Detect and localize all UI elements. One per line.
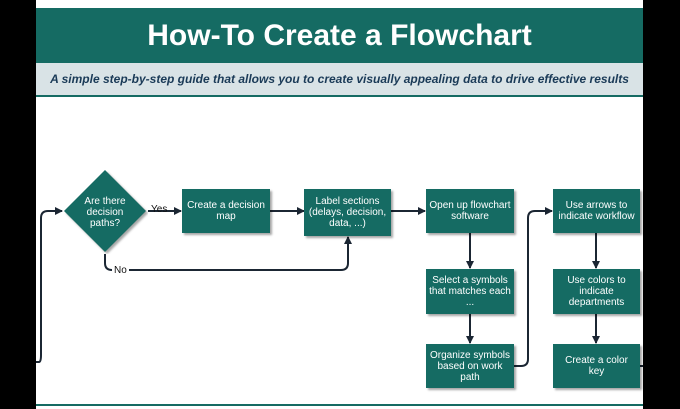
left-letterbox bbox=[0, 0, 36, 409]
page-title: How-To Create a Flowchart bbox=[147, 19, 532, 52]
no-label: No bbox=[112, 265, 129, 276]
arrow-organize-to-arrows bbox=[514, 207, 553, 367]
step-use-colors: Use colors to indicate departments bbox=[553, 269, 640, 314]
step-color-key: Create a color key bbox=[553, 344, 640, 388]
right-letterbox bbox=[643, 0, 680, 409]
step-use-arrows: Use arrows to indicate workflow bbox=[553, 189, 640, 233]
step-decision-map: Create a decision map bbox=[182, 189, 270, 233]
step-open-software: Open up flowchart software bbox=[426, 189, 514, 233]
decision-label: Are there decision paths? bbox=[84, 195, 126, 229]
connector-layer bbox=[36, 207, 643, 367]
page-subtitle: A simple step-by-step guide that allows … bbox=[50, 72, 629, 86]
title-banner bbox=[36, 8, 643, 63]
yes-label: Yes bbox=[151, 204, 168, 215]
entry-arrow bbox=[36, 207, 63, 363]
subtitle-band bbox=[36, 63, 643, 97]
bottom-rule bbox=[36, 404, 643, 406]
step-organize-symbols: Organize symbols based on work path bbox=[426, 344, 514, 388]
decision-diamond bbox=[64, 170, 146, 252]
flowchart-page: How-To Create a Flowchart A simple step-… bbox=[36, 0, 643, 409]
step-select-symbols: Select a symbols that matches each ... bbox=[426, 269, 514, 314]
no-arrow bbox=[104, 236, 352, 271]
step-label-sections: Label sections (delays, decision, data, … bbox=[304, 189, 391, 236]
